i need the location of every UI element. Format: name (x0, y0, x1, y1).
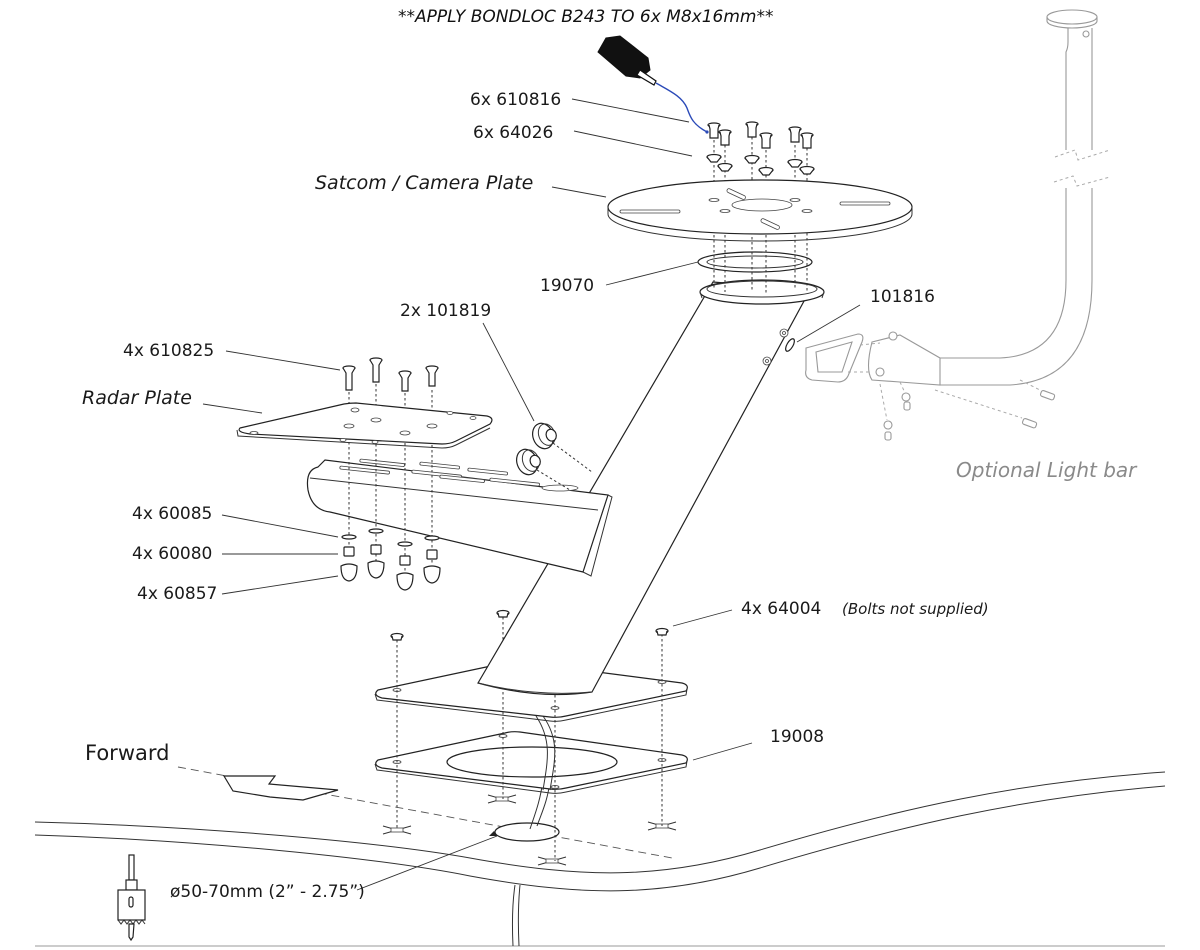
label-gasket-19008: 19008 (770, 727, 824, 747)
label-washers-64026: 6x 64026 (473, 123, 553, 143)
deck-cable-hole (494, 822, 560, 842)
leader-lines (202, 98, 861, 891)
label-satcom-plate: Satcom / Camera Plate (315, 172, 533, 194)
base-gasket-19008 (374, 731, 688, 794)
label-washers-60085: 4x 60085 (132, 504, 212, 524)
main-mast (477, 279, 825, 696)
grommets-101819 (516, 422, 593, 491)
forward-arrow-icon (222, 775, 339, 801)
hole-arrow-head (489, 831, 497, 836)
label-optional-light-bar: Optional Light bar (956, 458, 1138, 482)
label-caps-64004: 4x 64004 (741, 599, 821, 619)
forward-label: Forward (85, 741, 169, 765)
label-hole-size: ø50-70mm (2” - 2.75”) (170, 882, 365, 902)
bondloc-instruction: **APPLY BONDLOC B243 TO 6x M8x16mm** (398, 7, 773, 27)
bondloc-bottle-icon (597, 35, 709, 134)
radar-bolts-610825 (342, 357, 439, 392)
label-grommets-101819: 2x 101819 (400, 301, 491, 321)
label-radar-plate: Radar Plate (82, 387, 192, 409)
label-caps-60857: 4x 60857 (137, 584, 217, 604)
radar-arm (306, 458, 613, 577)
label-bolts-not-supplied: (Bolts not supplied) (842, 600, 989, 618)
label-bracket-101816: 101816 (870, 287, 935, 307)
label-nuts-60080: 4x 60080 (132, 544, 212, 564)
label-radar-bolts: 4x 610825 (123, 341, 214, 361)
hole-saw-icon (117, 854, 146, 942)
satcom-camera-plate (607, 179, 913, 242)
label-bolts-610816: 6x 610816 (470, 90, 561, 110)
radar-fasteners (340, 528, 441, 591)
radar-plate (236, 402, 493, 449)
top-bolts-610816 (707, 121, 814, 149)
deck-surface (34, 771, 1166, 947)
top-washers-64026 (706, 153, 815, 176)
label-gasket-19070: 19070 (540, 276, 594, 296)
optional-light-bar (805, 9, 1111, 441)
